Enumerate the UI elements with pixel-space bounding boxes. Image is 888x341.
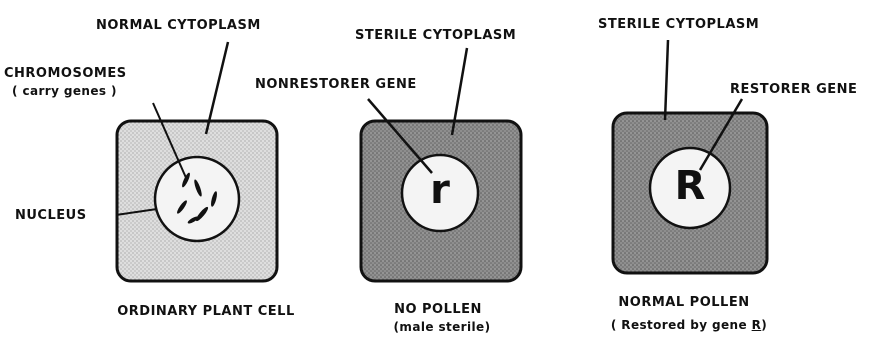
male-sterile-caption: (male sterile) (394, 320, 491, 335)
ordinary-cell (116, 42, 277, 281)
nonrestorer-gene-letter: r (424, 168, 456, 212)
chromosomes-label: CHROMOSOMES (4, 66, 127, 81)
sterile-cytoplasm-label-2: STERILE CYTOPLASM (355, 28, 516, 43)
nucleus-label: NUCLEUS (15, 208, 87, 223)
restorer-gene-letter: R (670, 164, 710, 208)
restored-caption: ( Restored by gene R) (611, 318, 767, 333)
no-pollen-caption: NO POLLEN (394, 302, 482, 317)
restored-caption-gene: R (752, 318, 762, 332)
sterile-cytoplasm-label-3: STERILE CYTOPLASM (598, 17, 759, 32)
normal-cytoplasm-label: NORMAL CYTOPLASM (96, 18, 261, 33)
restored-caption-suffix: ) (761, 318, 767, 332)
normal-pollen-caption: NORMAL POLLEN (618, 295, 749, 310)
leader-cytoplasm-3 (665, 40, 668, 120)
ordinary-cell-caption: ORDINARY PLANT CELL (117, 304, 295, 319)
restored-caption-prefix: ( Restored by gene (611, 318, 752, 332)
restorer-gene-label: RESTORER GENE (730, 82, 857, 97)
nonrestorer-gene-label: NONRESTORER GENE (255, 77, 417, 92)
nucleus (155, 157, 239, 241)
restored-cell (613, 40, 767, 273)
chromosomes-sublabel: ( carry genes ) (12, 84, 117, 99)
